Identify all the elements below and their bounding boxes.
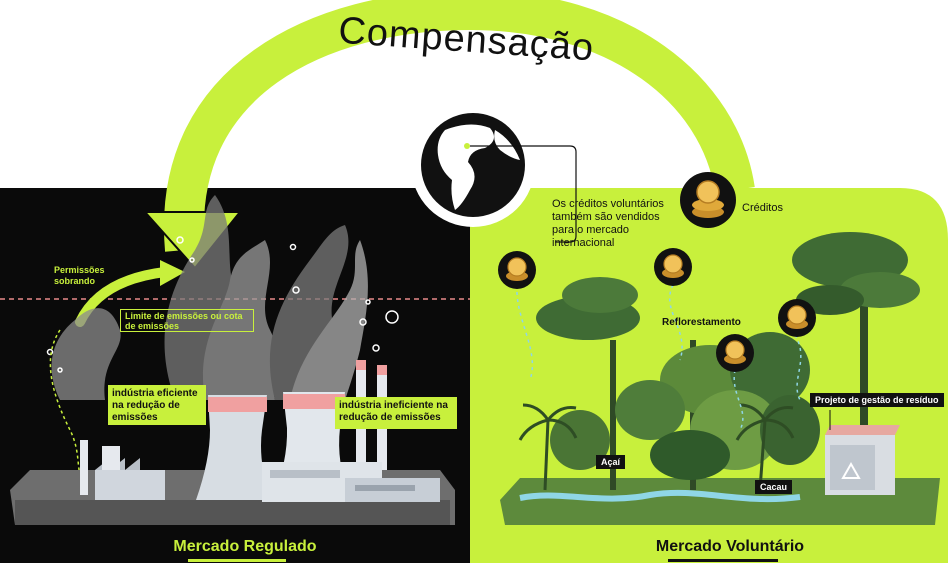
- permits-arrow-head: [160, 260, 185, 286]
- globe-connector: [470, 145, 577, 243]
- smoke-plumes: [51, 195, 368, 400]
- coin-icon-4: [716, 334, 754, 372]
- voluntary-market-title: Mercado Voluntário: [655, 538, 805, 555]
- efficient-industry-label: indústria eficiente na redução de emissõ…: [108, 385, 206, 425]
- coin-stack-icon: [680, 172, 736, 228]
- palm-trees: [518, 403, 795, 491]
- reforestation-label: Reflorestamento: [662, 317, 741, 328]
- coin-icon-2: [654, 248, 692, 286]
- recycle-icon: [841, 461, 861, 479]
- waste-management-building: [825, 425, 900, 495]
- permits-label: Permissões sobrando: [54, 265, 105, 286]
- coin-trails: [516, 284, 802, 431]
- coin-icon-3: [778, 299, 816, 337]
- compensation-arc: [163, 0, 755, 252]
- factories: [95, 446, 440, 502]
- globe-marker: [464, 143, 470, 149]
- waste-project-label: Projeto de gestão de resíduo: [810, 393, 944, 407]
- regulated-title-underline: [188, 559, 286, 562]
- regulated-market-title: Mercado Regulado: [173, 538, 317, 555]
- coin-icons: [498, 172, 816, 372]
- inefficient-industry-label: indústria ineficiente na redução de emis…: [335, 397, 457, 429]
- international-market-label: Os créditos voluntários também são vendi…: [552, 198, 664, 249]
- coin-icon-1: [498, 251, 536, 289]
- voluntary-title-underline: [668, 559, 778, 562]
- cacau-label: Cacau: [755, 480, 793, 494]
- emission-limit-label: Limite de emissões ou cota de emissões: [120, 309, 254, 332]
- smoke-bubbles: [46, 236, 399, 373]
- acai-label: Açaí: [596, 455, 626, 469]
- river: [519, 489, 801, 503]
- credits-label: Créditos: [742, 202, 783, 214]
